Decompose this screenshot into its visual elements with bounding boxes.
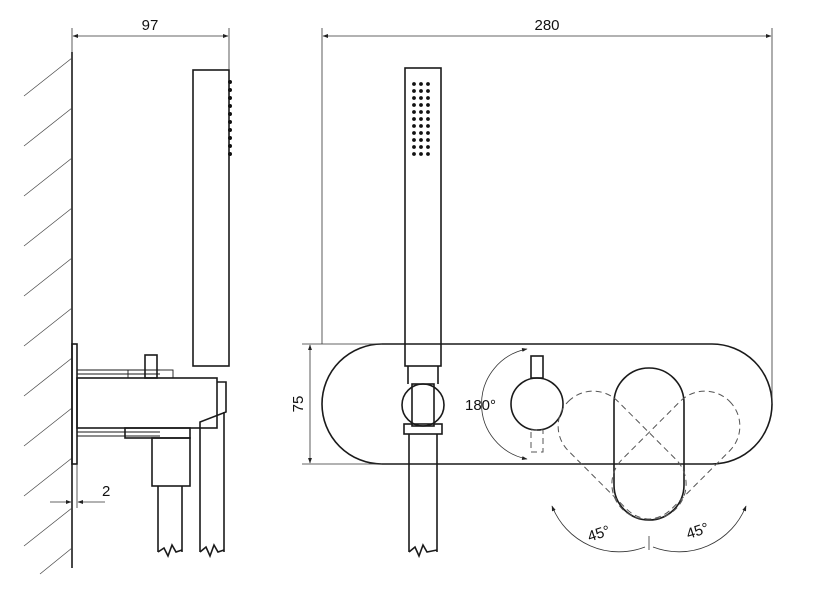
front-shower-holder	[401, 383, 445, 427]
lever-position-left	[557, 390, 687, 520]
lever-right-angle-label: 45°	[684, 520, 711, 543]
side-holder-bracket	[199, 381, 227, 430]
front-diverter-knob	[510, 377, 564, 431]
lever-angle-arc-left	[551, 505, 646, 553]
dim-plate-height-label: 75	[290, 396, 307, 413]
front-diverter-stem	[530, 355, 544, 379]
side-shower-nozzles	[228, 80, 232, 156]
front-mixer-lever	[613, 367, 685, 521]
side-outlet-nut	[124, 427, 191, 439]
lever-left-angle-label: 45°	[585, 522, 612, 545]
dim-wall-gap-label: 2	[102, 483, 110, 500]
front-shower-nozzles	[412, 82, 430, 156]
lever-angle-arc-right	[652, 505, 747, 553]
side-mixer-body	[76, 377, 218, 429]
lever-position-right	[611, 390, 741, 520]
side-view: 97 2	[23, 17, 232, 575]
front-view: 180° 45° 45° 280 75	[290, 17, 773, 559]
side-hand-shower	[192, 69, 230, 367]
dim-side-depth-label: 97	[142, 17, 159, 34]
front-hand-shower	[404, 67, 442, 367]
wall-hatching	[23, 57, 73, 575]
dim-total-width-label: 280	[534, 17, 559, 34]
side-diverter-knob	[144, 354, 158, 379]
diverter-rotation-arc	[481, 348, 528, 460]
diverter-rotation-label: 180°	[465, 397, 496, 414]
front-cover-plate	[321, 343, 773, 465]
